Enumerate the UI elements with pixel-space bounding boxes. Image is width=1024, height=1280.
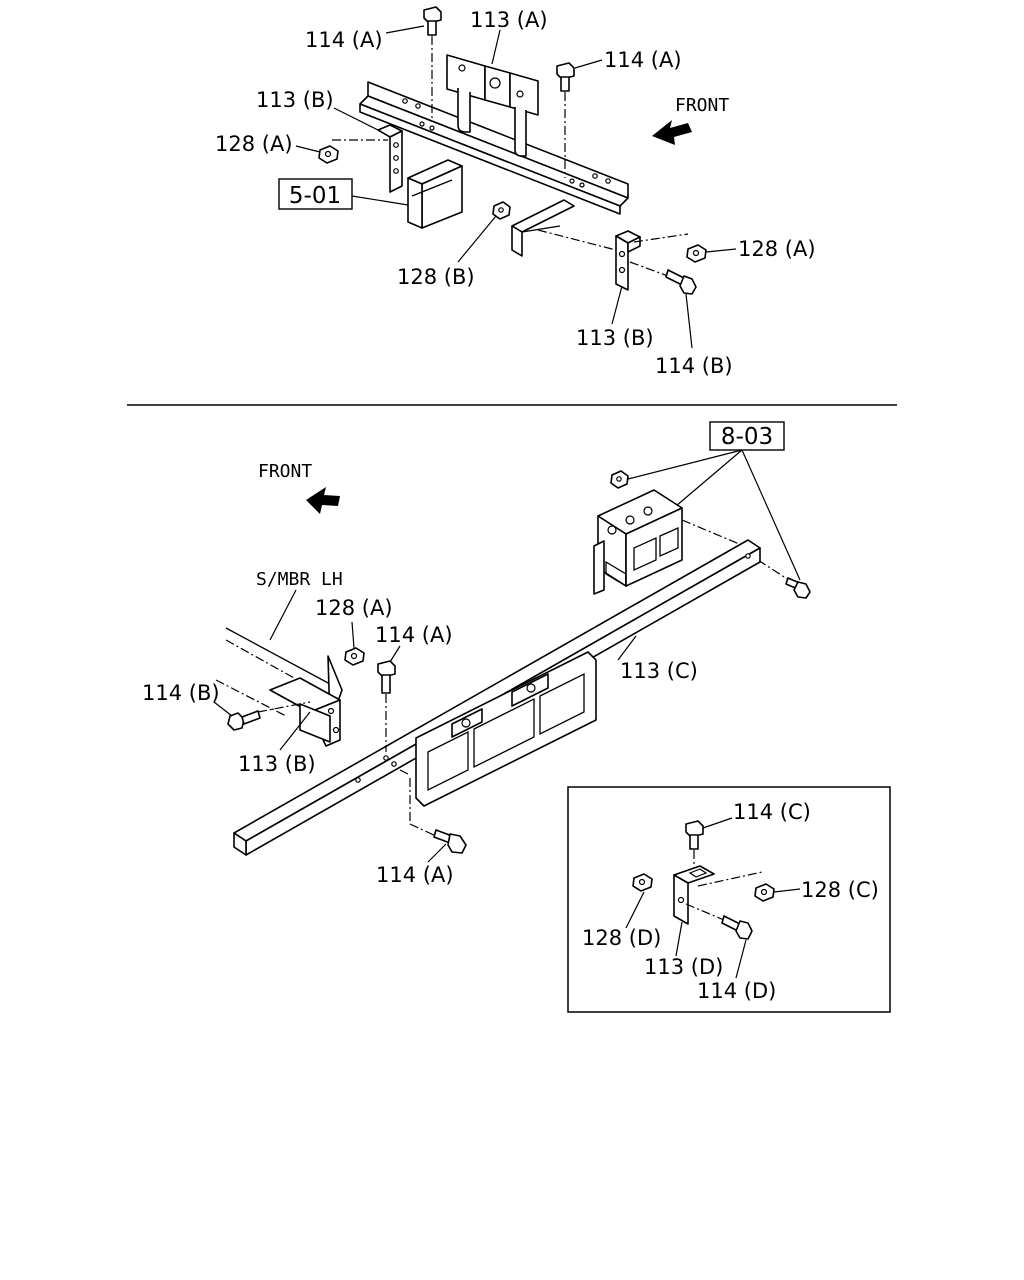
ref-box-8-03: 8-03 bbox=[623, 421, 801, 581]
label-113b-top-right: 113 (B) bbox=[576, 326, 654, 350]
label-113d: 113 (D) bbox=[644, 955, 723, 979]
inset-detail: 114 (C) 128 (C) 128 (D) 113 (D) 114 (D) bbox=[567, 786, 891, 1013]
label-113b-bottom: 113 (B) bbox=[238, 752, 316, 776]
plate-bracket bbox=[415, 651, 597, 807]
front-label-bottom: FRONT bbox=[258, 461, 312, 482]
label-128a-bottom: 128 (A) bbox=[315, 596, 393, 620]
ref-5-01-label: 5-01 bbox=[289, 183, 341, 209]
label-113a-top: 113 (A) bbox=[470, 8, 548, 32]
label-113b-top-left: 113 (B) bbox=[256, 88, 334, 112]
bolt-114b-top bbox=[629, 261, 697, 349]
label-128b-top: 128 (B) bbox=[397, 265, 475, 289]
bolt-114b-bottom bbox=[213, 701, 261, 731]
label-114a-bottom-lower: 114 (A) bbox=[376, 863, 454, 887]
top-assembly: 5-01 bbox=[215, 6, 816, 378]
label-114a-top-left: 114 (A) bbox=[305, 28, 383, 52]
label-128a-top-right: 128 (A) bbox=[738, 237, 816, 261]
bolt-114d bbox=[685, 903, 753, 979]
module-8-03 bbox=[593, 470, 811, 599]
ref-8-03-label: 8-03 bbox=[721, 424, 773, 450]
bracket-113b-top-right bbox=[611, 230, 641, 325]
nut-128d bbox=[625, 873, 653, 929]
bracket-113a bbox=[446, 54, 539, 157]
bolt-114a-top-right bbox=[556, 59, 603, 178]
nut-128b-top bbox=[457, 201, 511, 263]
label-114a-bottom-upper: 114 (A) bbox=[375, 623, 453, 647]
bracket-113d bbox=[673, 865, 715, 957]
inset-frame bbox=[567, 786, 891, 1013]
side-member-stub-top-right bbox=[511, 199, 617, 257]
label-114b-bottom: 114 (B) bbox=[142, 681, 220, 705]
bolt-114a-top-left bbox=[385, 6, 442, 120]
label-113c: 113 (C) bbox=[620, 659, 698, 683]
label-114d: 114 (D) bbox=[697, 979, 776, 1003]
nut-128a-top-left bbox=[295, 139, 388, 164]
bracket-113b-bottom bbox=[257, 677, 341, 751]
ref-box-5-01: 5-01 bbox=[278, 178, 409, 210]
side-member-stub-top bbox=[407, 159, 463, 229]
label-smbr-lh: S/MBR LH bbox=[256, 569, 343, 590]
bolt-114a-bottom-lower bbox=[399, 769, 467, 863]
nut-128c bbox=[697, 871, 801, 902]
cross-bar-top bbox=[359, 81, 629, 215]
label-114c: 114 (C) bbox=[733, 800, 811, 824]
front-arrow-top: FRONT bbox=[652, 95, 729, 145]
bottom-assembly: FRONT 8-03 bbox=[142, 421, 811, 887]
nut-128a-bottom bbox=[344, 621, 365, 666]
bracket-113b-top-left bbox=[333, 107, 403, 193]
side-member-lh bbox=[215, 589, 343, 725]
label-114a-top-right: 114 (A) bbox=[604, 48, 682, 72]
label-114b-top: 114 (B) bbox=[655, 354, 733, 378]
nut-128a-top-right bbox=[633, 233, 737, 263]
label-128d: 128 (D) bbox=[582, 926, 661, 950]
label-128a-top-left: 128 (A) bbox=[215, 132, 293, 156]
label-128c: 128 (C) bbox=[801, 878, 879, 902]
bolt-114a-bottom-upper bbox=[377, 645, 401, 752]
front-label-top: FRONT bbox=[675, 95, 729, 116]
front-arrow-bottom: FRONT bbox=[258, 461, 340, 514]
